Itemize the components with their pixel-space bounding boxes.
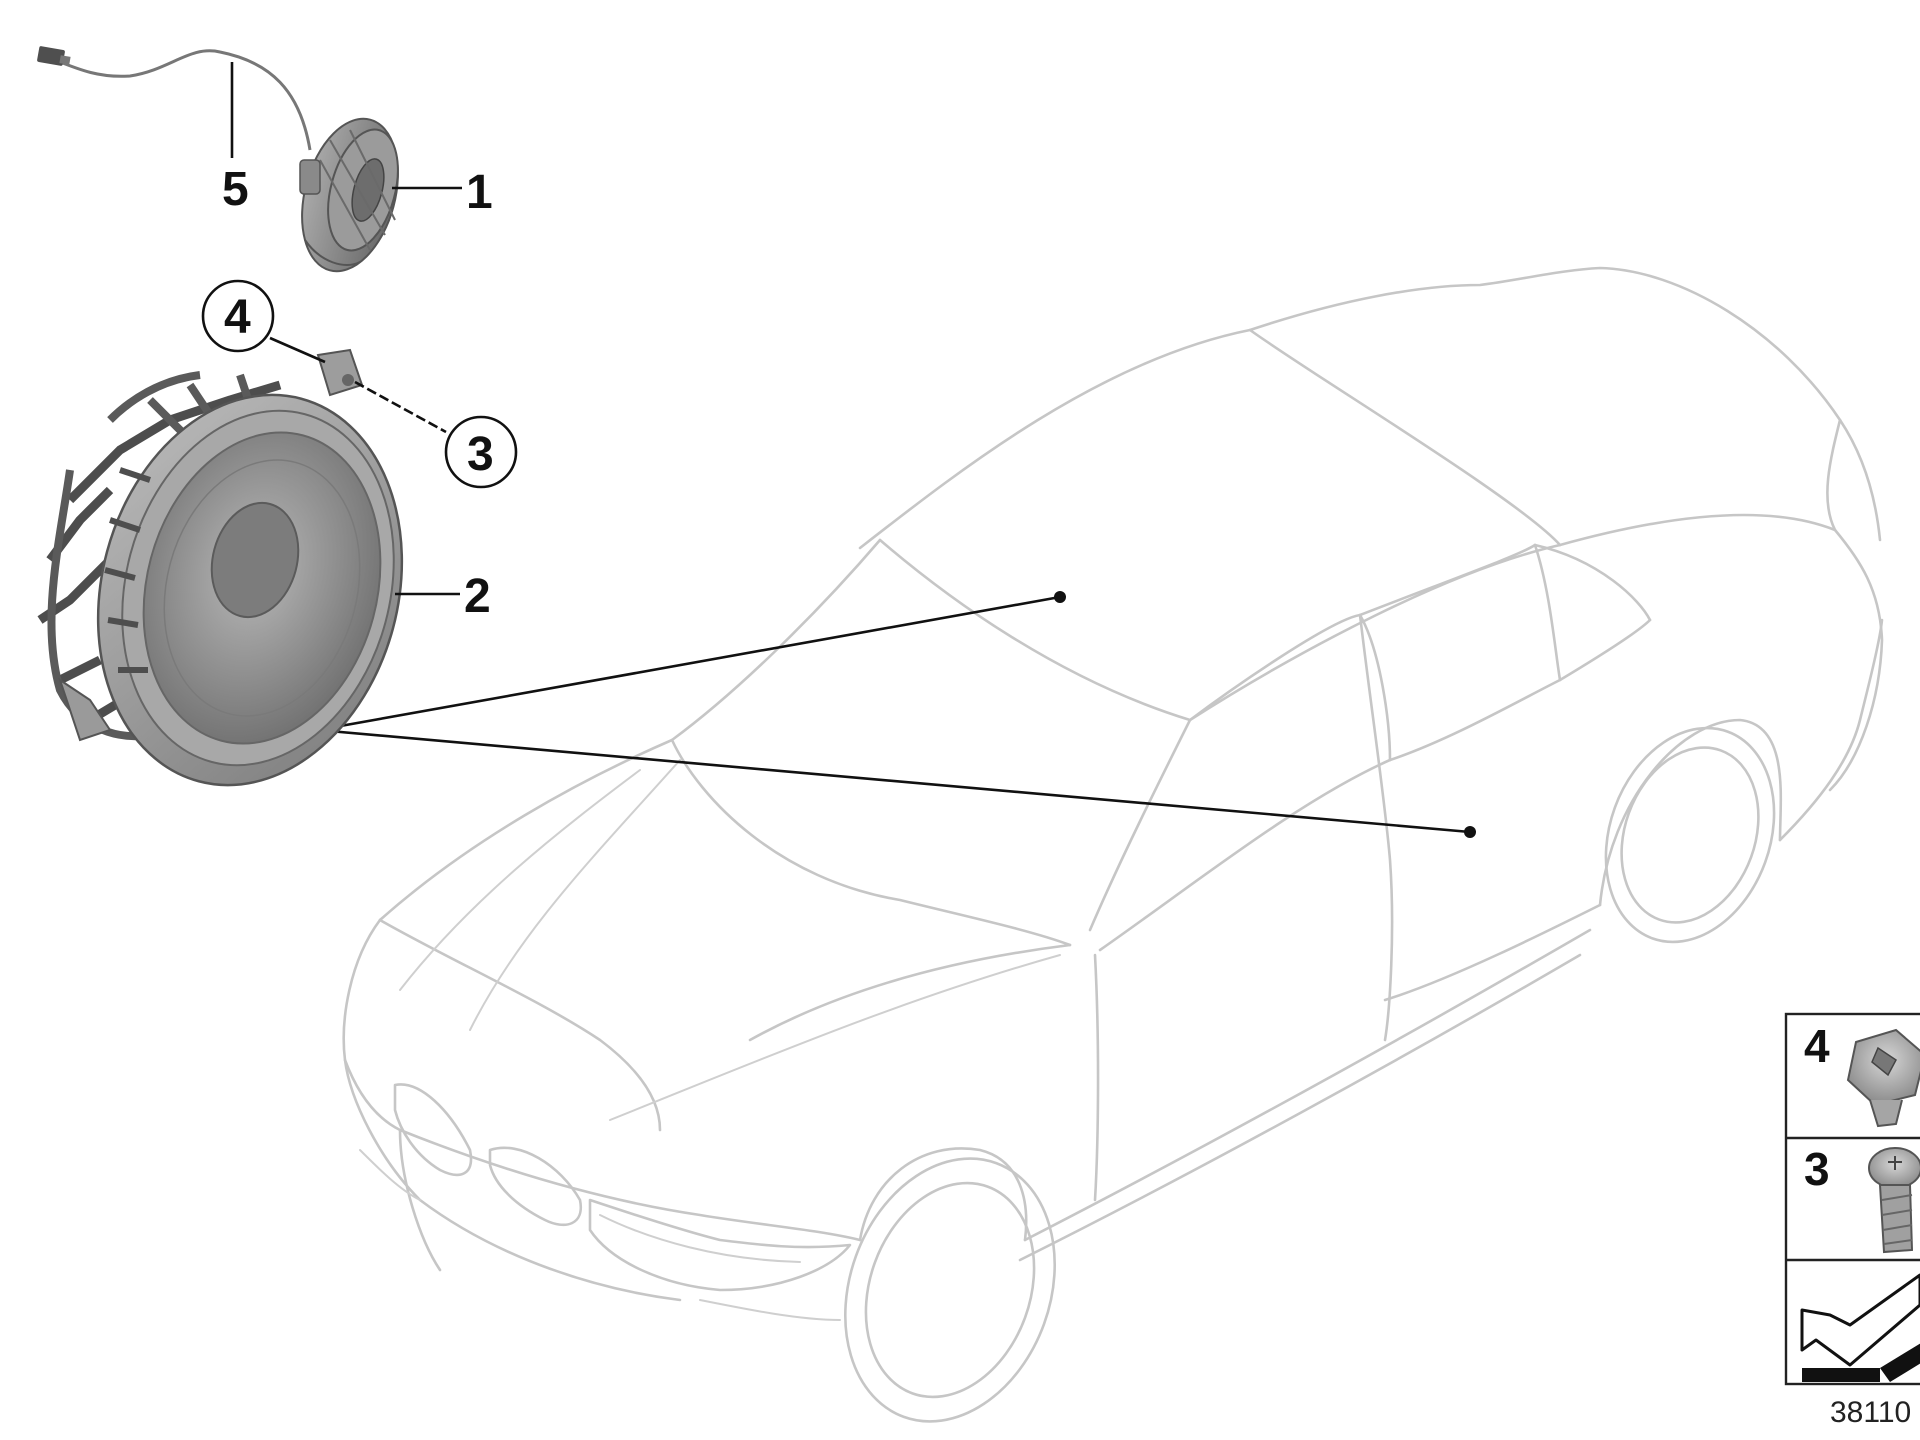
- screw-icon: [1868, 1147, 1920, 1254]
- reference-number: 38110: [1830, 1396, 1911, 1429]
- location-leaders: [317, 591, 1476, 838]
- inset-label-4: 4: [1804, 1020, 1830, 1072]
- callout-4-circle: [201, 279, 275, 353]
- tweeter: [299, 117, 399, 273]
- callout-lines: [201, 62, 518, 596]
- car-outline: [342, 266, 1884, 1423]
- location-dot-rear-door: [1464, 826, 1476, 838]
- callout-3-label: 3: [467, 428, 494, 481]
- woofer-speaker: [37, 348, 404, 787]
- callout-4-label: 4: [224, 291, 251, 344]
- direction-arrow-icon: [1800, 1273, 1920, 1382]
- clip-nut-icon: [1846, 1028, 1920, 1128]
- callout-2-label: 2: [464, 570, 491, 623]
- callout-3-circle: [444, 415, 518, 489]
- callout-5-label: 5: [222, 163, 249, 216]
- location-dot-front-door: [1054, 591, 1066, 603]
- callout-1-label: 1: [466, 166, 493, 219]
- inset-label-3: 3: [1804, 1143, 1830, 1195]
- hardware-inset: 4 3: [1784, 1012, 1920, 1386]
- cable-harness: [37, 46, 312, 151]
